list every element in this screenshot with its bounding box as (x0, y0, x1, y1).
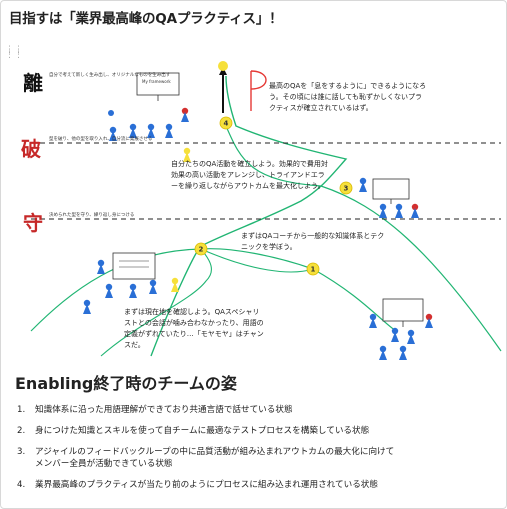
shu-screen (112, 252, 156, 280)
sun-icon (218, 61, 228, 71)
list-item-number: 1. (17, 405, 26, 415)
step-badge-3-label: 3 (344, 185, 349, 193)
people-group-start (369, 313, 433, 360)
people-group-ha (108, 107, 191, 162)
step-badge-1-label: 1 (311, 266, 316, 274)
step2-note: まずはQAコーチから一般的な知識体系とテクニックを学ぼう。 (241, 232, 385, 251)
list-item-number: 3. (17, 447, 26, 457)
team-state-list: 1. 知識体系に沿った用語理解ができており共通言語で話せている状態 2. 身につけた… (17, 404, 394, 500)
drag-handle-icon[interactable]: ⋮⋮⋮⋮ (5, 45, 23, 60)
list-item: 2. 身につけた知識とスキルを使って自チームに最適なテストプロセスを構築している状… (17, 425, 394, 437)
list-item-text: アジャイルのフィードバックループの中に品質活動が組み込まれアウトカムの最大化に向… (35, 447, 395, 457)
whiteboard-drawing: My framework (30, 61, 502, 360)
mountain-right-slope (225, 125, 502, 352)
people-group-shu (83, 259, 179, 314)
goal-screen-label: My framework (142, 79, 171, 84)
flag-letter-mark (250, 70, 267, 111)
list-item: 4. 業界最高峰のプラクティスが当たり前のようにプロセスに組み込まれ運用されている… (17, 479, 394, 491)
phase-ha-kanji: 破 (21, 137, 41, 161)
step-badge-3[interactable]: 3 (339, 181, 353, 195)
step3-note: 自分たちのQA活動を確立しよう。効果的で費用対効果の高い活動をアレンジし、トライ… (171, 160, 328, 190)
base-slope (100, 248, 212, 357)
goal-screen (136, 72, 180, 101)
phase-shu-kanji: 守 (23, 211, 43, 235)
phase-ri-note: 自分で考えて新しく生み出し、オリジナルなものを生み出す (49, 73, 171, 78)
phase-ri-kanji: 離 (23, 71, 43, 95)
list-item-number: 4. (17, 480, 26, 490)
step-badge-1[interactable]: 1 (306, 262, 320, 276)
step-badge-4-label: 4 (224, 120, 229, 128)
step4-note: 最高のQAを「息をするように」できるようになろう。その頃には誰に話しても恥ずかし… (269, 82, 427, 112)
step-badge-2-label: 2 (199, 246, 204, 254)
step-badge-2[interactable]: 2 (194, 242, 208, 256)
start-screen (382, 298, 424, 327)
list-item-text: 業界最高峰のプラクティスが当たり前のようにプロセスに組み込まれ運用されている状態 (35, 480, 378, 490)
journey-path (150, 75, 348, 357)
ha-screen (372, 178, 410, 204)
list-item-text: 身につけた知識とスキルを使って自チームに最適なテストプロセスを構築している状態 (35, 426, 370, 436)
section-heading: Enabling終了時のチームの姿 (15, 374, 237, 393)
step-badge-4[interactable]: 4 (219, 116, 233, 130)
page-title: 目指すは「業界最高峰のQAプラクティス」！ (9, 11, 283, 27)
list-item: 3. アジャイルのフィードバックループの中に品質活動が組み込まれアウトカムの最大化… (17, 446, 394, 458)
list-item-number: 2. (17, 426, 26, 436)
list-item-text: 知識体系に沿った用語理解ができており共通言語で話せている状態 (35, 405, 293, 415)
mountain-left-slope (30, 248, 397, 332)
people-group-shu-ha (359, 177, 419, 218)
step-link-line (200, 248, 314, 273)
phase-shu-note: 決められた型を守り、繰り返し身につける (49, 213, 135, 218)
list-item-continuation: メンバー全員が活動できている状態 (17, 458, 394, 470)
list-item: 1. 知識体系に沿った用語理解ができており共通言語で話せている状態 (17, 404, 394, 416)
whiteboard-illustration: My framework (1, 31, 506, 361)
step1-note: まずは現在地を確認しよう。QAスペシャリストとの会話が噛み合わなかったり、用語の… (124, 308, 264, 349)
phase-ha-note: 型を破り、他の型を取り入れ、自分流に発展させる (49, 137, 153, 142)
list-item-text: メンバー全員が活動できている状態 (35, 459, 173, 469)
